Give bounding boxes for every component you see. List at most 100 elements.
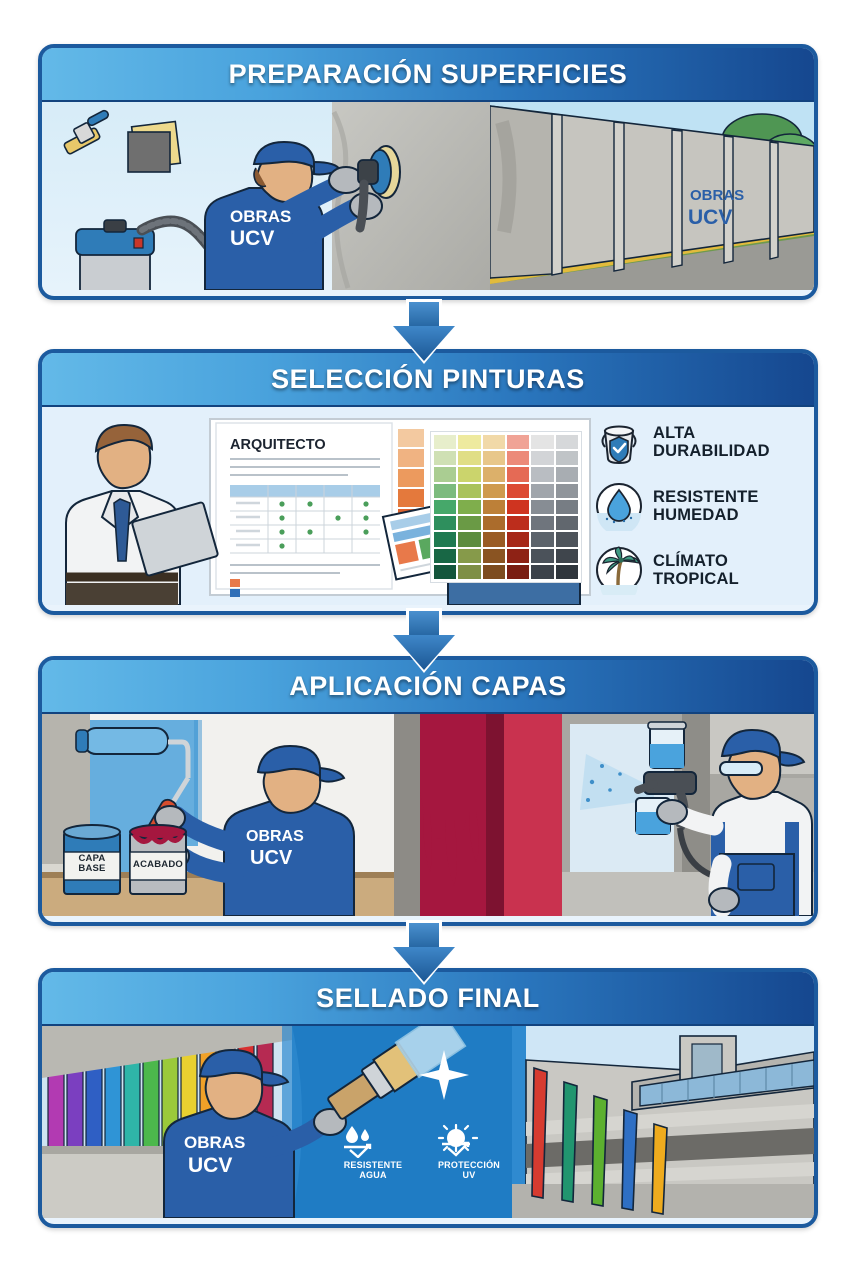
can-label-capa-base: CAPA BASE	[78, 853, 106, 875]
vacuum-icon	[75, 215, 230, 290]
color-swatch	[555, 451, 578, 466]
color-swatch	[458, 451, 481, 466]
grinder-icon	[355, 145, 401, 233]
panel-header-sellado: SELLADO FINAL	[42, 972, 814, 1026]
panel-header-preparacion: PREPARACIÓN SUPERFICIES	[42, 48, 814, 102]
panel-title-aplicacion: APLICACIÓN CAPAS	[289, 670, 567, 701]
scene-spray-gun	[562, 714, 814, 916]
feature-label-line1: RESISTENTE	[653, 487, 759, 506]
panel-title-seleccion: SELECCIÓN PINTURAS	[271, 363, 585, 394]
color-swatch	[507, 564, 530, 579]
color-swatch	[482, 548, 505, 563]
color-swatch	[458, 516, 481, 531]
uniform-text-line1: OBRAS	[246, 828, 304, 845]
rainbow-stripe	[66, 1066, 84, 1152]
feature-label-line2: HUMEDAD	[653, 506, 739, 524]
feature-label-line2: TROPICAL	[653, 570, 739, 588]
color-swatch	[507, 451, 530, 466]
spray-cone	[580, 754, 654, 810]
water-drop-icon	[594, 481, 644, 531]
color-swatch	[434, 548, 457, 563]
wall-panels: OBRAS UCV	[490, 105, 814, 279]
color-swatch	[507, 548, 530, 563]
color-swatch	[458, 435, 481, 450]
badge-resistente-agua: RESISTENTE AGUA	[338, 1124, 408, 1181]
color-swatch	[531, 499, 554, 515]
color-swatch	[482, 483, 505, 498]
spec-table	[230, 485, 380, 554]
paint-features-list: ALTA DURABILIDAD RESISTENTE	[594, 417, 804, 609]
color-swatch	[555, 467, 578, 482]
badge-label-line2: AGUA	[359, 1170, 387, 1181]
paint-cans	[63, 824, 187, 895]
rainbow-stripe	[85, 1063, 103, 1152]
color-swatch	[531, 451, 554, 466]
color-swatch	[458, 499, 481, 515]
document-title: ARQUITECTO	[230, 437, 326, 453]
color-swatch	[482, 451, 505, 466]
flow-arrow-3	[390, 920, 458, 985]
color-swatch	[507, 435, 530, 450]
color-swatch	[507, 483, 530, 498]
feature-resistente-humedad: RESISTENTE HUMEDAD	[594, 481, 804, 531]
seal-property-badges: RESISTENTE AGUA	[338, 1124, 504, 1181]
color-swatch	[507, 516, 530, 531]
scene-crimson-finish-wall	[394, 714, 562, 916]
wall-text-line2: UCV	[688, 206, 732, 229]
flow-arrow-1	[390, 299, 458, 364]
color-swatch	[531, 532, 554, 547]
flow-arrow-2	[390, 608, 458, 673]
color-swatch	[531, 467, 554, 482]
rainbow-stripe	[47, 1070, 65, 1152]
color-swatch	[555, 532, 578, 547]
paint-bucket-shield-icon	[594, 417, 644, 467]
color-swatch	[531, 435, 554, 450]
wall-text-line1: OBRAS	[690, 187, 744, 204]
uniform-text-line2: UCV	[230, 227, 274, 250]
uniform-text-line2: UCV	[250, 847, 293, 869]
step-panel-preparacion: PREPARACIÓN SUPERFICIES	[38, 44, 818, 300]
panel-header-seleccion: SELECCIÓN PINTURAS	[42, 353, 814, 407]
sparkle-icon	[419, 1050, 469, 1100]
scene-roller-base-coat: OBRAS UCV CAPA	[42, 714, 394, 916]
color-swatch	[507, 499, 530, 515]
panel-title-sellado: SELLADO FINAL	[316, 982, 540, 1013]
worker-figure: OBRAS UCV	[204, 140, 401, 290]
person-client	[65, 423, 219, 605]
scene-worker-sanding: OBRAS UCV	[42, 102, 490, 290]
uniform-text-line2: UCV	[188, 1154, 232, 1177]
color-swatch	[555, 499, 578, 515]
badge-label-line1: RESISTENTE	[343, 1160, 403, 1170]
color-swatch	[555, 483, 578, 498]
rainbow-stripe	[142, 1054, 160, 1152]
color-swatch	[458, 483, 481, 498]
building-pillar	[531, 1066, 548, 1199]
color-swatch	[531, 516, 554, 531]
building-pillar	[651, 1122, 668, 1215]
feature-label-line2: DURABILIDAD	[653, 442, 770, 460]
color-swatch	[482, 467, 505, 482]
doc-swatch-legend	[230, 579, 240, 597]
scene-finished-building	[512, 1026, 814, 1218]
color-swatch	[555, 516, 578, 531]
color-swatch	[482, 516, 505, 531]
uniform-text-line1: OBRAS	[184, 1133, 245, 1152]
color-swatch	[555, 548, 578, 563]
feature-climato-tropical: CLÍMATO TROPICAL	[594, 545, 804, 595]
step-panel-sellado: SELLADO FINAL	[38, 968, 818, 1228]
color-swatch	[555, 435, 578, 450]
rainbow-stripe	[104, 1060, 122, 1152]
panel-title-preparacion: PREPARACIÓN SUPERFICIES	[228, 58, 628, 89]
color-swatch	[458, 467, 481, 482]
step-panel-aplicacion: APLICACIÓN CAPAS	[38, 656, 818, 926]
panel-body-seleccion: ARQUITECTO	[42, 407, 814, 605]
step-panel-seleccion: SELECCIÓN PINTURAS ARQUITECTO	[38, 349, 818, 615]
color-swatch	[482, 499, 505, 515]
can-label-acabado: ACABADO	[133, 859, 183, 870]
color-swatch	[434, 564, 457, 579]
badge-label-line1: PROTECCIÓN	[437, 1160, 500, 1170]
color-swatch	[434, 499, 457, 515]
badge-proteccion-uv: PROTECCIÓN UV	[434, 1124, 504, 1181]
badge-label-line2: UV	[462, 1170, 476, 1181]
